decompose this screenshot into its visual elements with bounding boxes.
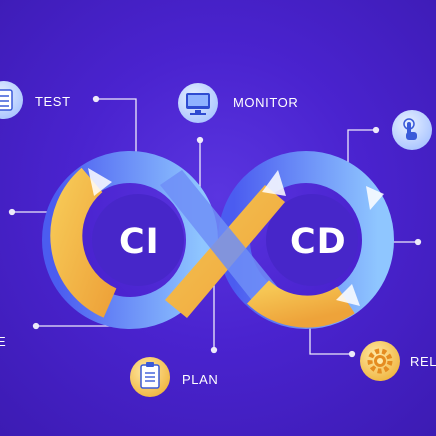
infinity-loop [42, 151, 394, 329]
connector-test [96, 98, 137, 160]
cd-label: CD [290, 222, 347, 262]
ci-label: CI [119, 222, 160, 262]
touch-icon [392, 110, 432, 150]
stage-label-left-cut: E [0, 334, 7, 349]
stage-label-test: TEST [35, 94, 71, 109]
crossing-blue-band [160, 170, 280, 308]
clipboard-icon [130, 357, 170, 397]
loop-left-hole [92, 194, 184, 286]
loop-left-yellow-arc [50, 167, 117, 318]
stage-label-monitor: MONITOR [233, 95, 299, 110]
stage-label-release: REL [410, 354, 436, 369]
loop-right-hole [266, 194, 358, 286]
loop-right-yellow-arc [247, 279, 355, 328]
gear-icon [360, 341, 400, 381]
monitor-icon [178, 83, 218, 123]
checklist-icon [0, 81, 23, 119]
stage-label-plan: PLAN [182, 372, 219, 387]
